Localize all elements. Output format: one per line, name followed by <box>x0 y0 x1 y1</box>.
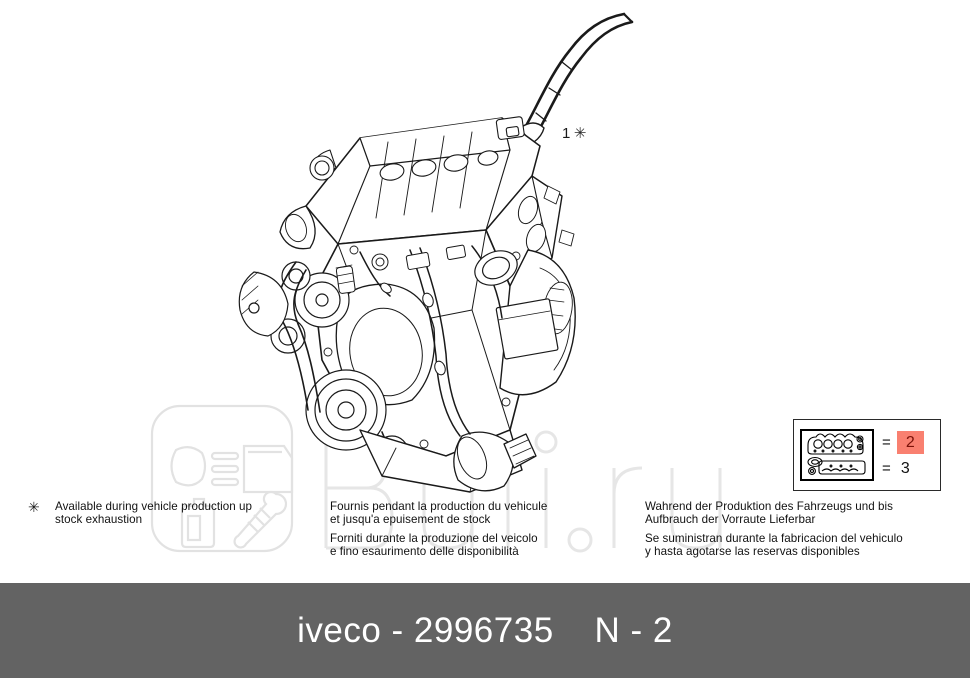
callout-number: 1 <box>562 125 571 142</box>
callout-asterisk-icon: ✳ <box>573 125 587 142</box>
legend-row-2: = 3 <box>882 455 914 481</box>
legend-value-2: 3 <box>900 459 910 477</box>
legend-equals-2: = <box>882 459 891 477</box>
note-german-line-1: Wahrend der Produktion des Fahrzeugs und… <box>645 500 893 513</box>
gasket-legend-box: = 2 = 3 <box>793 419 941 491</box>
legend-value-1: 2 <box>896 430 924 454</box>
note-english-line-1: Available during vehicle production up <box>55 500 252 513</box>
legend-equals-1: = <box>882 433 891 451</box>
footer-caption: iveco - 2996735 N - 2 <box>297 610 673 650</box>
note-spanish-line-1: Se suministran durante la fabricacion de… <box>645 532 903 545</box>
note-spanish-line-2: y hasta agotarse las reservas disponible… <box>645 545 860 559</box>
note-italian: Forniti durante la produzione del veicol… <box>330 532 630 558</box>
note-asterisk-icon: ✳ <box>28 499 40 515</box>
note-english: ✳ Available during vehicle production up… <box>28 500 328 526</box>
note-spanish: Se suministran durante la fabricacion de… <box>645 532 955 558</box>
note-italian-line-1: Forniti durante la produzione del veicol… <box>330 532 538 545</box>
note-german-line-2: Aufbrauch der Vorraute Lieferbar <box>645 513 816 527</box>
note-french-line-1: Fournis pendant la production du vehicul… <box>330 500 548 513</box>
note-italian-line-2: e fino esaurimento delle disponibilità <box>330 545 519 559</box>
note-german: Wahrend der Produktion des Fahrzeugs und… <box>645 500 955 526</box>
engine-technical-drawing <box>210 0 650 500</box>
callout-1: 1✳ <box>562 124 587 142</box>
legend-row-1: = 2 <box>882 429 924 455</box>
legend-icon-block <box>800 429 874 481</box>
diagram-area: 1✳ ✳ Available during vehicle production… <box>28 0 955 559</box>
note-french: Fournis pendant la production du vehicul… <box>330 500 630 526</box>
note-french-line-2: et jusqu'a epuisement de stock <box>330 513 491 527</box>
note-english-line-2: stock exhaustion <box>55 513 143 527</box>
footer-bar: iveco - 2996735 N - 2 <box>0 583 970 678</box>
legend-values: = 2 = 3 <box>874 420 940 490</box>
